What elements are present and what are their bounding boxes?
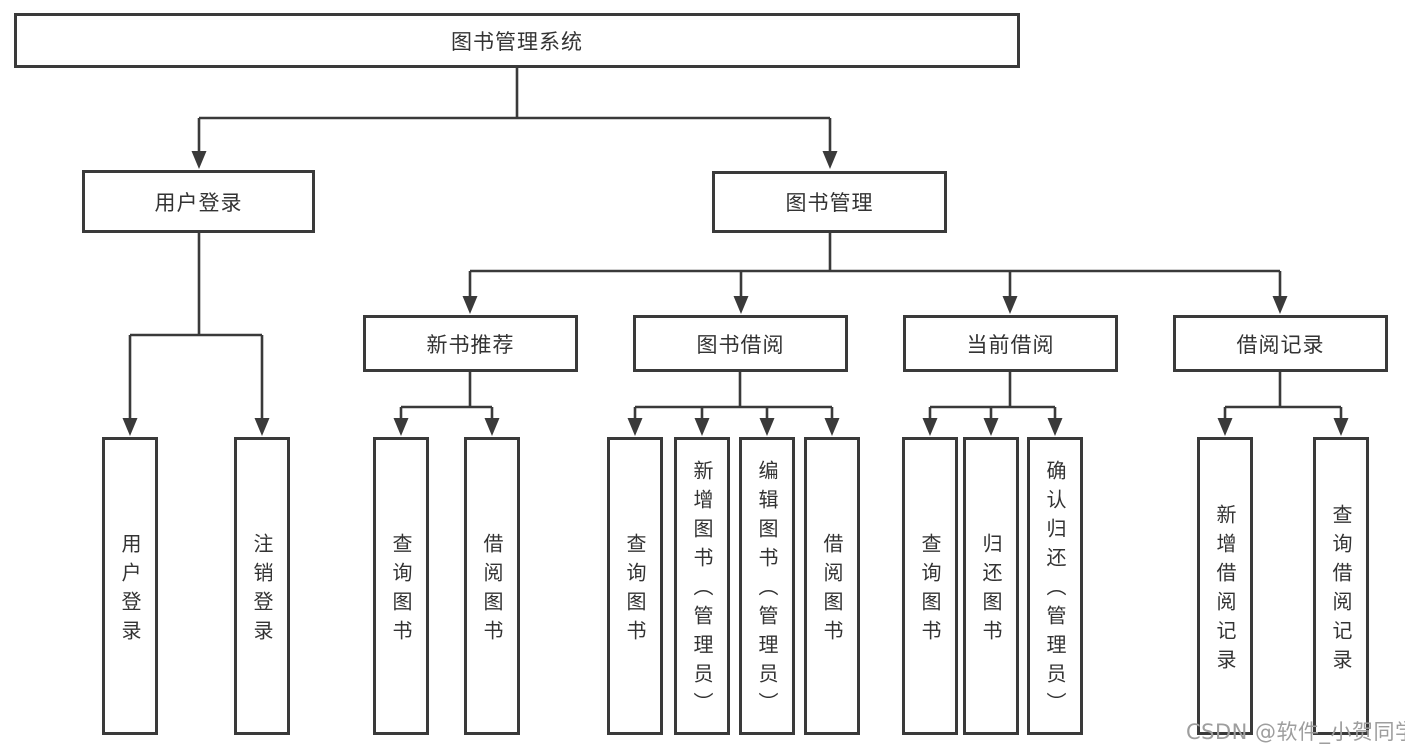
- leaf-confirm-return-admin: 确认归还（管理员）: [1027, 437, 1083, 735]
- leaf-query-books-current: 查询图书: [902, 437, 958, 735]
- leaf-borrow-books-recommend: 借阅图书: [464, 437, 520, 735]
- leaf-return-books: 归还图书: [963, 437, 1019, 735]
- node-current-borrowing: 当前借阅: [903, 315, 1118, 372]
- leaf-query-books-borrowing: 查询图书: [607, 437, 663, 735]
- leaf-user-login: 用户登录: [102, 437, 158, 735]
- node-user-login: 用户登录: [82, 170, 315, 233]
- arrowhead-icons: [122, 151, 1349, 436]
- leaf-edit-books-admin: 编辑图书（管理员）: [739, 437, 795, 735]
- node-library-management-system: 图书管理系统: [14, 13, 1020, 68]
- csdn-watermark: CSDN @软件_小贺同学: [1186, 720, 1405, 744]
- leaf-add-books-admin: 新增图书（管理员）: [674, 437, 730, 735]
- node-book-management: 图书管理: [712, 171, 947, 233]
- node-book-borrowing: 图书借阅: [633, 315, 848, 372]
- leaf-logout: 注销登录: [234, 437, 290, 735]
- leaf-borrow-books: 借阅图书: [804, 437, 860, 735]
- leaf-query-borrow-record: 查询借阅记录: [1313, 437, 1369, 735]
- node-borrow-records: 借阅记录: [1173, 315, 1388, 372]
- node-new-book-recommend: 新书推荐: [363, 315, 578, 372]
- leaf-add-borrow-record: 新增借阅记录: [1197, 437, 1253, 735]
- leaf-query-books-recommend: 查询图书: [373, 437, 429, 735]
